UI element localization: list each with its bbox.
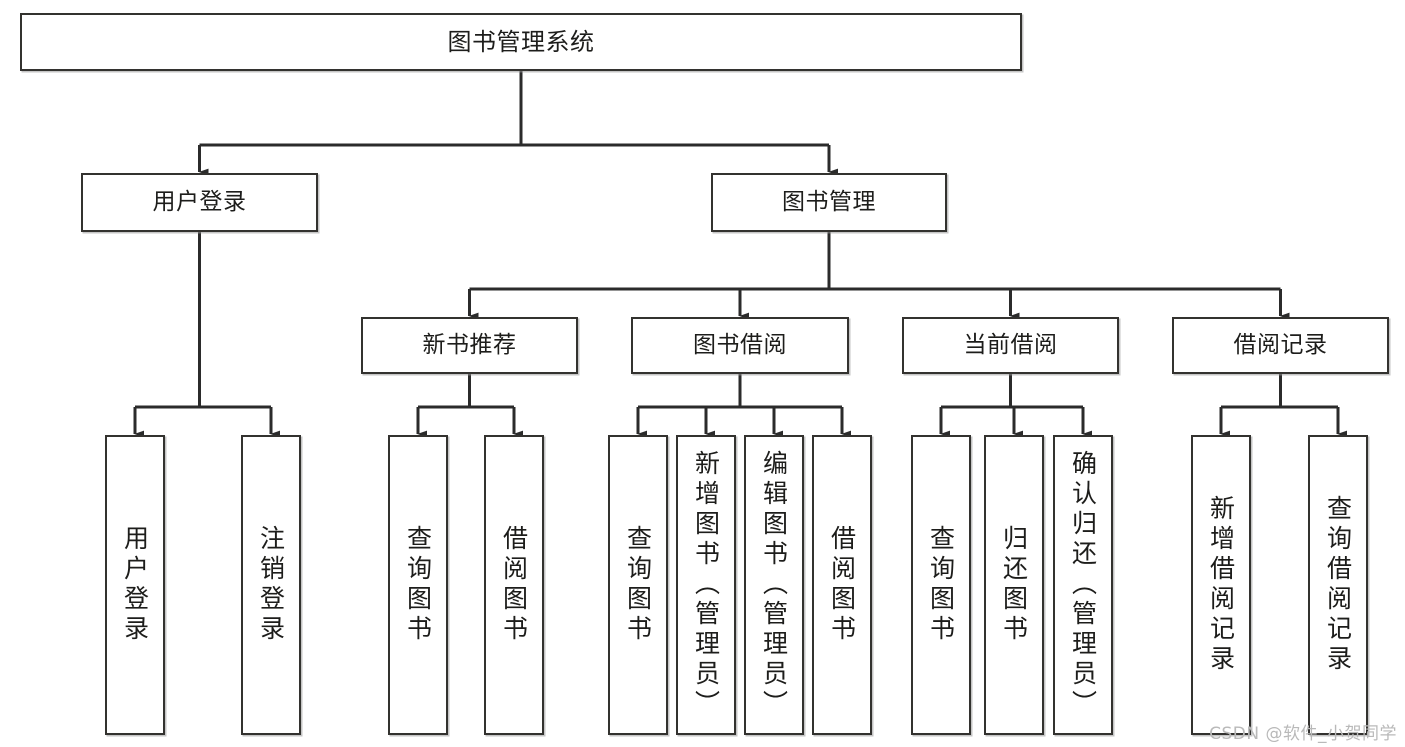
node-root[interactable]: 图书管理系统 [20,13,1022,71]
node-label-leaf-rec-query: 查询图书 [403,525,433,645]
node-leaf-cur-query[interactable]: 查询图书 [911,435,971,735]
node-leaf-brw-edit[interactable]: 编辑图书（管理员） [744,435,804,735]
node-label-leaf-brw-add: 新增图书（管理员） [691,450,721,720]
node-leaf-rc-add[interactable]: 新增借阅记录 [1191,435,1251,735]
node-label-new-book-rec: 新书推荐 [422,331,517,358]
node-leaf-rec-borrow[interactable]: 借阅图书 [484,435,544,735]
watermark-label: CSDN @软件_小贺同学 [1209,724,1397,744]
node-new-book-rec[interactable]: 新书推荐 [361,317,578,374]
node-label-leaf-user-logout: 注销登录 [256,525,286,645]
node-leaf-user-logout[interactable]: 注销登录 [241,435,301,735]
node-book-manage[interactable]: 图书管理 [711,173,947,232]
node-leaf-user-login[interactable]: 用户登录 [105,435,165,735]
node-leaf-rc-query[interactable]: 查询借阅记录 [1308,435,1368,735]
node-label-leaf-cur-return: 归还图书 [999,525,1029,645]
node-book-borrow[interactable]: 图书借阅 [631,317,849,374]
node-label-leaf-user-login: 用户登录 [120,525,150,645]
node-label-leaf-brw-query: 查询图书 [623,525,653,645]
node-user-login[interactable]: 用户登录 [81,173,318,232]
node-current-borrow[interactable]: 当前借阅 [902,317,1119,374]
node-label-book-borrow: 图书借阅 [693,331,787,358]
node-label-leaf-brw-edit: 编辑图书（管理员） [759,450,789,720]
node-label-borrow-record: 借阅记录 [1233,331,1328,358]
node-borrow-record[interactable]: 借阅记录 [1172,317,1389,374]
node-leaf-brw-add[interactable]: 新增图书（管理员） [676,435,736,735]
node-leaf-brw-query[interactable]: 查询图书 [608,435,668,735]
node-leaf-cur-confirm[interactable]: 确认归还（管理员） [1053,435,1113,735]
node-label-leaf-cur-confirm: 确认归还（管理员） [1068,450,1098,720]
node-label-leaf-cur-query: 查询图书 [926,525,956,645]
node-label-user-login: 用户登录 [152,188,247,215]
node-label-root: 图书管理系统 [447,27,595,56]
node-label-leaf-rc-add: 新增借阅记录 [1206,495,1236,675]
node-leaf-rec-query[interactable]: 查询图书 [388,435,448,735]
node-label-book-manage: 图书管理 [782,188,876,215]
node-leaf-cur-return[interactable]: 归还图书 [984,435,1044,735]
node-label-current-borrow: 当前借阅 [963,331,1058,358]
node-label-leaf-rec-borrow: 借阅图书 [499,525,529,645]
node-label-leaf-brw-lend: 借阅图书 [827,525,857,645]
node-leaf-brw-lend[interactable]: 借阅图书 [812,435,872,735]
node-label-leaf-rc-query: 查询借阅记录 [1323,495,1353,675]
